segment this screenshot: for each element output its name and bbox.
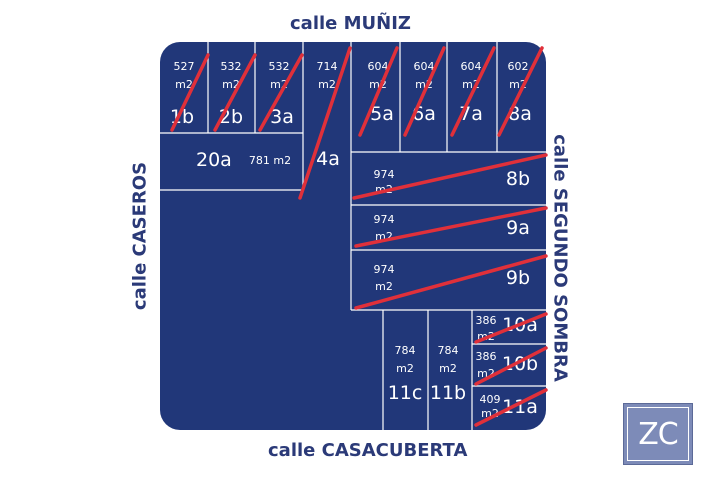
lot-area-value: 527 [174, 60, 195, 73]
lot-area-value: 974 [374, 168, 395, 181]
lot-area-value: 974 [374, 213, 395, 226]
lot-number: 9a [506, 217, 530, 239]
sold-strike-10a [474, 312, 548, 344]
sold-strike-10b [474, 346, 548, 386]
zc-logo: ZC [623, 403, 693, 465]
sold-strike-8b [352, 153, 548, 200]
sold-strike-8a [497, 46, 544, 137]
lot-area-unit: m2 [375, 280, 393, 293]
lot-area-value: 386 [476, 350, 497, 363]
sold-strike-3a [258, 53, 304, 132]
sold-strike-11a [474, 388, 548, 427]
sold-strike-6a [403, 46, 446, 137]
lot-area-value: 604 [368, 60, 389, 73]
sold-strike-2b [213, 53, 257, 132]
lot-area-value: 784 [395, 344, 416, 357]
lot-area-unit: m2 [175, 78, 193, 91]
lot-20a[interactable]: 781 m2 20a [196, 149, 291, 171]
lot-number: 8a [508, 103, 532, 125]
lot-boundaries [160, 42, 546, 430]
lot-number: 11b [430, 382, 466, 404]
lot-11b[interactable]: 784 m2 11b [430, 344, 466, 404]
lot-area-value: 714 [317, 60, 338, 73]
lot-number: 8b [506, 168, 530, 190]
lot-area-unit: m2 [222, 78, 240, 91]
zc-logo-text: ZC [627, 407, 689, 461]
lot-area-value: 532 [269, 60, 290, 73]
lot-area-value: 604 [461, 60, 482, 73]
lot-area-value: 602 [508, 60, 529, 73]
lot-area-value: 781 m2 [249, 154, 291, 167]
lot-number: 3a [270, 106, 294, 128]
sold-strike-5a [358, 46, 399, 137]
lot-number: 20a [196, 149, 232, 171]
sold-strike-7a [450, 46, 496, 137]
block-outline [160, 42, 546, 430]
lot-area-value: 974 [374, 263, 395, 276]
lot-number: 4a [316, 148, 340, 170]
lot-number: 5a [370, 103, 394, 125]
sold-strike-9a [354, 206, 548, 248]
lot-area-value: 604 [414, 60, 435, 73]
lot-9b[interactable]: 974 m2 9b [374, 263, 531, 293]
lot-area-value: 409 [480, 393, 501, 406]
lot-number: 11c [388, 382, 423, 404]
lot-4a[interactable]: 714 m2 4a [316, 60, 340, 170]
lot-number: 11a [502, 396, 538, 418]
sold-strike-1b [170, 53, 210, 132]
sold-strike-4a [298, 46, 352, 200]
lot-area-unit: m2 [396, 362, 414, 375]
lot-number: 9b [506, 267, 530, 289]
lot-area-value: 784 [438, 344, 459, 357]
sold-strike-9b [354, 254, 548, 310]
lot-area-value: 386 [476, 314, 497, 327]
lot-area-unit: m2 [439, 362, 457, 375]
lot-area-unit: m2 [318, 78, 336, 91]
street-label-top: calle MUÑIZ [290, 13, 411, 34]
street-label-bottom: calle CASACUBERTA [268, 440, 468, 461]
lot-11c[interactable]: 784 m2 11c [388, 344, 423, 404]
lot-area-value: 532 [221, 60, 242, 73]
